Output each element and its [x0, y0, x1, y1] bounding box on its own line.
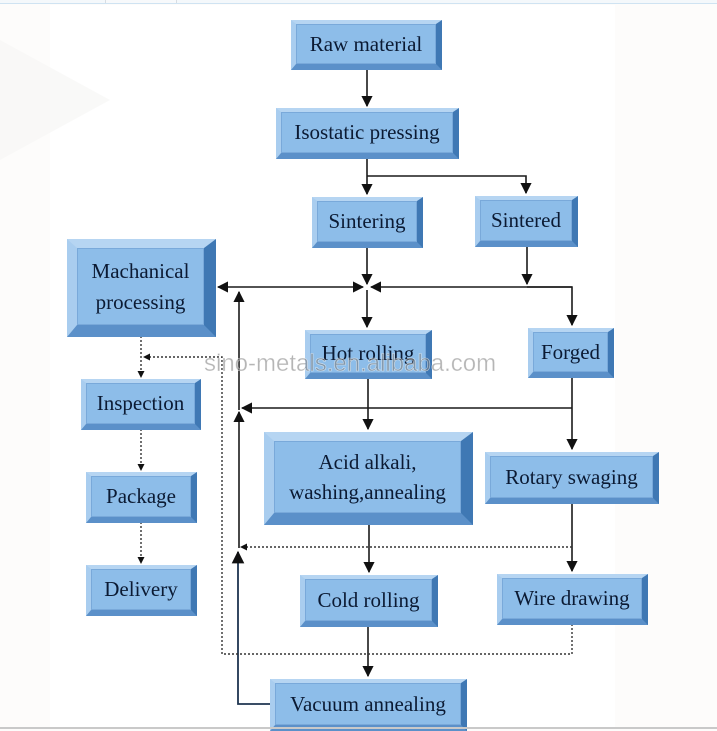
node-sintering: Sintering — [312, 197, 423, 248]
node-wire-drawing: Wire drawing — [497, 574, 648, 625]
node-rotary-swaging: Rotary swaging — [485, 452, 659, 504]
node-label: Forged — [540, 339, 601, 364]
node-label: Sintering — [328, 209, 406, 234]
node-label: Delivery — [104, 577, 178, 602]
arrowhead-to-package — [137, 464, 145, 471]
node-label: Cold rolling — [317, 587, 420, 612]
browser-top-bar — [0, 0, 717, 4]
node-label: Sintered — [491, 208, 561, 233]
node-label: Inspection — [96, 391, 185, 416]
background-shape — [0, 40, 110, 160]
node-label: Rotary swaging — [505, 464, 638, 489]
edge-wire-dotted-loop — [148, 356, 573, 655]
node-forged: Forged — [528, 328, 614, 378]
node-raw-material: Raw material — [291, 20, 442, 70]
node-label: Package — [106, 484, 176, 509]
arrowhead-dotted-loop — [143, 353, 150, 361]
node-inspection: Inspection — [81, 379, 201, 430]
node-label: Vacuum annealing — [290, 691, 446, 716]
node-label: Raw material — [309, 31, 423, 56]
arrowhead-rotary-dotted — [240, 543, 247, 551]
node-sintered: Sintered — [475, 196, 578, 247]
node-cold-rolling: Cold rolling — [300, 575, 438, 627]
edge-isostatic-to-sintered — [367, 175, 532, 195]
bottom-border — [0, 727, 717, 729]
arrowhead-to-delivery — [137, 557, 145, 564]
edge-bus-to-forged — [527, 286, 578, 327]
node-hot-rolling: Hot rolling — [305, 330, 432, 379]
node-acid-alkali-washing-annealing: Acid alkali, washing,annealing — [264, 432, 473, 525]
tab-edge — [105, 0, 177, 3]
node-label: Hot rolling — [321, 341, 415, 366]
node-mechanical-processing: Machanical processing — [67, 239, 216, 337]
node-isostatic-pressing: Isostatic pressing — [276, 108, 459, 159]
arrowhead-to-inspection — [137, 371, 145, 378]
node-delivery: Delivery — [86, 565, 197, 616]
edge-vacuum-return — [231, 550, 270, 705]
node-label: Acid alkali, washing,annealing — [289, 449, 446, 504]
node-package: Package — [86, 472, 197, 523]
node-label: Wire drawing — [514, 586, 630, 611]
node-label: Machanical processing — [91, 259, 190, 314]
node-label: Isostatic pressing — [294, 120, 440, 145]
node-vacuum-annealing: Vacuum annealing — [270, 679, 467, 731]
